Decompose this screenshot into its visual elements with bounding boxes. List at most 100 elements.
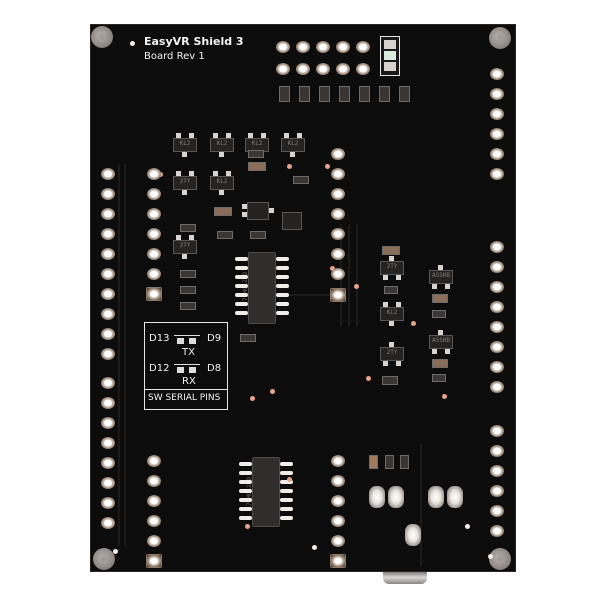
header-pin (490, 525, 504, 537)
resistor (400, 455, 409, 469)
header-pin (147, 248, 161, 260)
label-d12: D12 (149, 363, 170, 374)
label-tx: TX (182, 347, 195, 358)
transistor: KL2 (380, 302, 404, 326)
pad (316, 63, 330, 75)
header-pin (101, 268, 115, 280)
via (287, 164, 292, 169)
pad (356, 41, 370, 53)
pad (316, 41, 330, 53)
header-pin (490, 445, 504, 457)
sw-serial-divider (145, 389, 227, 390)
label-d9: D9 (207, 333, 222, 344)
header-pin (490, 241, 504, 253)
header-pin (490, 281, 504, 293)
pad (276, 63, 290, 75)
header-pin (490, 128, 504, 140)
via (325, 164, 330, 169)
trace (420, 444, 422, 566)
capacitor (432, 359, 448, 368)
trace (356, 224, 358, 326)
pad (296, 63, 310, 75)
via (130, 41, 135, 46)
via (465, 524, 470, 529)
capacitor (432, 294, 448, 303)
resistor (339, 86, 350, 102)
header-pin (490, 505, 504, 517)
audio-jack-pad (388, 486, 404, 508)
label-sw-serial-pins: SW SERIAL PINS (148, 393, 221, 403)
via (245, 524, 250, 529)
header-pin (331, 495, 345, 507)
header-pin (331, 188, 345, 200)
via (366, 376, 371, 381)
header-pin-square (331, 555, 345, 567)
header-pin (331, 148, 345, 160)
header-pin (147, 188, 161, 200)
transistor (282, 212, 302, 230)
header-pin (101, 377, 115, 389)
transistor: KL2 (173, 133, 197, 157)
resistor (382, 376, 398, 385)
header-pin (490, 261, 504, 273)
header-pin (490, 485, 504, 497)
via (250, 396, 255, 401)
header-pin (101, 477, 115, 489)
resistor (399, 86, 410, 102)
header-pin (490, 341, 504, 353)
label-rx: RX (182, 376, 196, 387)
header-pin (101, 457, 115, 469)
audio-jack-pad (428, 486, 444, 508)
transistor: KL2 (281, 133, 305, 157)
header-pin-square (147, 288, 161, 300)
header-pin (101, 328, 115, 340)
via (113, 549, 118, 554)
header-pin (490, 321, 504, 333)
resistor (180, 224, 196, 232)
header-pin (147, 268, 161, 280)
via (270, 389, 275, 394)
header-pin (331, 455, 345, 467)
header-pin (101, 228, 115, 240)
header-pin (101, 417, 115, 429)
audio-jack-barrel (383, 572, 427, 584)
header-pin (490, 148, 504, 160)
capacitor (369, 455, 378, 469)
ic-lower: 74HC125D (239, 457, 293, 527)
header-pin (490, 301, 504, 313)
label-d8: D8 (207, 363, 222, 374)
mounting-hole-bottom-left (93, 548, 115, 570)
mounting-hole-bottom-right (489, 548, 511, 570)
via (411, 321, 416, 326)
header-pin (490, 168, 504, 180)
pad (276, 41, 290, 53)
resistor (250, 231, 266, 239)
transistor: 2TY (173, 171, 197, 195)
via (354, 284, 359, 289)
resistor (240, 334, 256, 342)
pad (296, 41, 310, 53)
ic-upper: 74HC125D (235, 252, 289, 324)
pad (336, 63, 350, 75)
header-pin (331, 248, 345, 260)
header-pin (331, 535, 345, 547)
header-pin (331, 228, 345, 240)
pad (336, 41, 350, 53)
trace (118, 164, 120, 546)
header-pin (331, 268, 345, 280)
header-pin (147, 168, 161, 180)
header-pin (101, 168, 115, 180)
header-pin (101, 497, 115, 509)
resistor (385, 455, 394, 469)
resistor (279, 86, 290, 102)
header-pin (147, 515, 161, 527)
board-revision: Board Rev 1 (144, 51, 205, 62)
via (312, 545, 317, 550)
resistor (319, 86, 330, 102)
pcb-board: EasyVR Shield 3 Board Rev 1 KL2 KL2 KL2 … (90, 24, 516, 572)
trace (124, 164, 126, 546)
resistor (293, 176, 309, 184)
transistor: KL2 (245, 133, 269, 157)
resistor (180, 270, 196, 278)
mounting-hole-top-right (489, 27, 511, 49)
